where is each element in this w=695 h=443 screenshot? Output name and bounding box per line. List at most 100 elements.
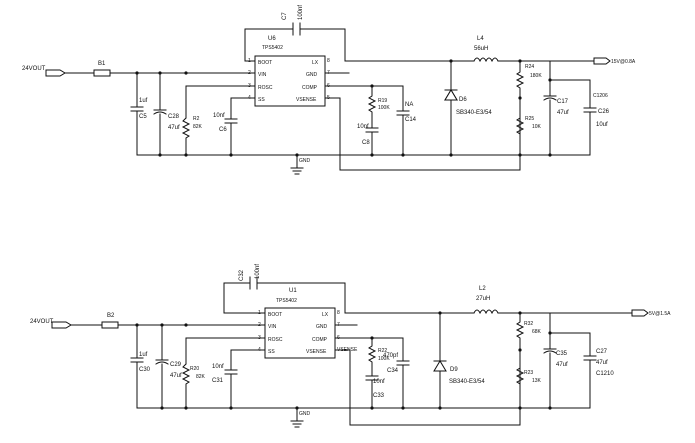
input-connector-top [45, 69, 66, 77]
ic-part-bottom: TPS5402 [276, 298, 297, 304]
rcomp-ref-top: R19 [378, 98, 387, 104]
pin-name-vin-top: VIN [258, 72, 267, 78]
ind-ref-bottom: L2 [479, 286, 486, 292]
ic-top [254, 55, 326, 107]
pin-name-lx-bottom: LX [322, 312, 329, 318]
pin-name-rosc-bottom: ROSC [268, 337, 283, 343]
ic-ref-bottom: U1 [289, 288, 297, 294]
cin1-ref-top: C5 [139, 114, 147, 120]
cin1-val-top: 1uf [139, 98, 148, 104]
pin-name-boot-bottom: BOOT [268, 312, 282, 318]
ccomp-ref-top: C8 [362, 140, 370, 146]
pin-name-boot-top: BOOT [258, 60, 272, 66]
pin-name-vsense-top: VSENSE [296, 97, 317, 103]
cout2-pkg-top: C1206 [593, 93, 608, 99]
cin2-ref-top: C28 [168, 114, 180, 120]
diode-ref-bottom: D9 [450, 367, 458, 373]
css-ref-bottom: C31 [212, 378, 224, 384]
rosc-val-bottom: 82K [196, 374, 206, 380]
inductor-top [473, 57, 499, 63]
diode-bottom [433, 360, 447, 372]
ind-val-top: 56uH [474, 46, 488, 52]
output-connector-top [593, 57, 611, 65]
pin-name-comp-bottom: COMP [312, 337, 328, 343]
copt-val-bottom: 470pf [383, 353, 398, 359]
pin-name-ss-bottom: SS [268, 349, 275, 355]
cout2-ref-top: C26 [598, 109, 610, 115]
cout2-val-top: 10uf [596, 122, 608, 128]
rfbtop-ref-top: R24 [525, 64, 534, 70]
rosc-val-top: 82K [193, 124, 203, 130]
cout1-ref-top: C17 [557, 99, 569, 105]
input-net-label-bottom: 24VOUT [30, 319, 54, 325]
cout2-val-bottom: 47uf [596, 360, 608, 366]
cout1-val-top: 47uf [557, 110, 569, 116]
pin-num-8-bottom: 8 [337, 310, 340, 316]
ic-part-top: TPS5402 [262, 45, 283, 51]
pin-name-gnd-top: GND [306, 72, 318, 78]
rfbbot-val-top: 10K [532, 124, 542, 130]
cboot-ref-top: C7 [282, 12, 288, 20]
cout2-ref-bottom: C27 [596, 349, 608, 355]
ccomp-val-bottom: 10nf [373, 379, 385, 385]
output-net-label-bottom: 5V@1.5A [649, 311, 671, 317]
cin2-val-bottom: 47uf [170, 373, 182, 379]
cout1-ref-bottom: C35 [556, 351, 568, 357]
ic-bottom [264, 307, 336, 359]
ferrite-bead-bottom [101, 321, 119, 329]
gnd-label-top: GND [299, 158, 311, 164]
ferrite-bead-top [93, 69, 111, 77]
diode-part-bottom: SB340-E3/54 [449, 379, 485, 385]
cin1-val-bottom: 1uf [139, 352, 148, 358]
cout1-val-bottom: 47uf [556, 362, 568, 368]
pin-num-8-top: 8 [327, 58, 330, 64]
copt-val-top: NA [405, 102, 413, 108]
pin-name-lx-top: LX [312, 60, 319, 66]
css-val-bottom: 10nf [212, 364, 224, 370]
diode-part-top: SB340-E3/54 [456, 110, 492, 116]
rcomp-ref-bottom: R22 [378, 348, 387, 354]
pin-name-gnd-bottom: GND [316, 324, 328, 330]
pin-name-ss-top: SS [258, 97, 265, 103]
cin2-ref-bottom: C29 [170, 362, 182, 368]
cin1-ref-bottom: C30 [139, 367, 151, 373]
bead-ref-top: B1 [98, 61, 106, 67]
diode-ref-top: D6 [459, 97, 467, 103]
rcomp-val-bottom: 100K [378, 356, 390, 362]
ccomp-val-top: 10nf [357, 124, 369, 130]
cin2-val-top: 47uf [168, 125, 180, 131]
pin-name-vsense-bottom: VSENSE [306, 349, 327, 355]
rosc-ref-bottom: R20 [190, 366, 199, 372]
rfbbot-ref-bottom: R23 [524, 370, 533, 376]
rfbtop-ref-bottom: R32 [524, 321, 533, 327]
cboot-val-bottom: 100nf [255, 264, 261, 279]
rfbtop-val-bottom: 68K [532, 329, 542, 335]
pin-name-comp-top: COMP [302, 85, 318, 91]
css-ref-top: C6 [219, 127, 227, 133]
rosc-ref-top: R2 [193, 116, 200, 122]
inductor-bottom [473, 309, 499, 315]
pin-name-rosc-top: ROSC [258, 85, 273, 91]
cboot-val-top: 100nf [298, 5, 304, 20]
input-connector-bottom [51, 321, 72, 329]
bead-ref-bottom: B2 [107, 313, 115, 319]
copt-ref-top: C14 [405, 117, 417, 123]
ic-ref-top: U6 [268, 36, 276, 42]
diode-top [444, 89, 458, 101]
ind-val-bottom: 27uH [476, 296, 490, 302]
output-connector-bottom [631, 309, 649, 317]
pin-num-2-top: 2 [248, 70, 251, 76]
regulator-top: 24VOUT B1 U6 TPS5402 BOOT VIN ROSC SS 1 … [22, 5, 636, 175]
copt-ref-bottom: C34 [387, 368, 399, 374]
rfbbot-ref-top: R25 [525, 116, 534, 122]
regulator-bottom: 24VOUT B2 U1 TPS5402 BOOT VIN ROSC SS 1 … [30, 264, 671, 428]
pin-num-2-bottom: 2 [258, 322, 261, 328]
cboot-ref-bottom: C32 [239, 269, 245, 281]
input-net-label-top: 24VOUT [22, 66, 46, 72]
ccomp-ref-bottom: C33 [373, 393, 385, 399]
rcomp-val-top: 100K [378, 105, 390, 111]
rfbbot-val-bottom: 13K [532, 378, 542, 384]
pin-name-vin-bottom: VIN [268, 324, 277, 330]
rfbtop-val-top: 180K [530, 73, 542, 79]
